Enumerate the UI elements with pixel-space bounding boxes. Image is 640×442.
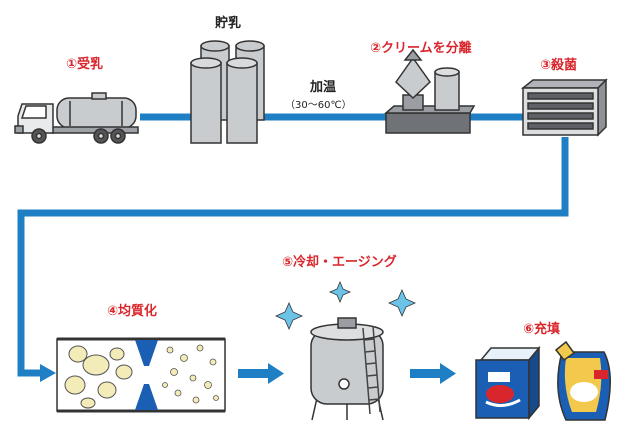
arrow-head-to-homogenizer xyxy=(40,364,56,382)
centrifugal-separator-icon xyxy=(384,48,476,134)
pipeline xyxy=(17,113,569,377)
fat-globules-large xyxy=(64,345,133,409)
flow-arrow-to-aging-tank xyxy=(238,363,284,384)
storage-silos-icon xyxy=(190,40,265,144)
milk-pouch xyxy=(554,340,611,421)
step-cream-separation-label: ②クリームを分離 xyxy=(370,41,472,56)
sparkle-icons xyxy=(275,280,416,330)
sparkle-icon xyxy=(388,289,416,317)
milk-carton-and-pouch-icon xyxy=(475,340,611,421)
sparkle-icon xyxy=(328,280,352,304)
flow-arrow-to-filling xyxy=(410,363,456,384)
storage-label: 貯乳 xyxy=(215,16,242,31)
tank-ladder xyxy=(362,325,381,415)
step-cooling-aging-label: ⑤冷却・エージング xyxy=(282,255,397,270)
homogenizer-pipe-icon xyxy=(56,337,226,413)
step-filling-label: ⑥充填 xyxy=(523,322,561,337)
step-sterilization-label: ③殺菌 xyxy=(540,58,578,73)
step-receiving-label: ①受乳 xyxy=(66,57,104,72)
milk-carton xyxy=(475,345,541,421)
heating-temperature-label: （30〜60℃） xyxy=(285,100,352,111)
homogenizing-valve xyxy=(135,340,158,410)
plate-heat-exchanger-icon xyxy=(520,78,608,137)
aging-tank-icon xyxy=(310,317,384,421)
tanker-truck-icon xyxy=(14,92,139,144)
step-homogenization-label: ④均質化 xyxy=(107,304,158,319)
heating-label: 加温 xyxy=(310,80,337,95)
pipe-return-loop xyxy=(17,137,569,377)
fat-globules-small xyxy=(162,344,219,404)
sparkle-icon xyxy=(275,302,303,330)
